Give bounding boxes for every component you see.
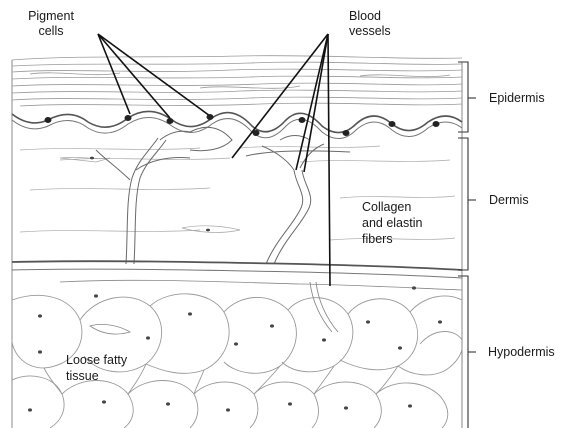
collagen-label-line2: and elastin: [362, 215, 422, 231]
epidermis-bracket: [458, 62, 468, 132]
collagen-label: Collagen and elastin fibers: [362, 199, 422, 247]
collagen-label-line3: fibers: [362, 231, 422, 247]
pigment-cells-label-line1: Pigment: [14, 9, 88, 24]
dermis-hypodermis-boundary: [12, 261, 462, 270]
loose-fatty-tissue-label: Loose fatty tissue: [66, 352, 127, 384]
epidermis-layers: [12, 56, 462, 106]
pigment-cells-label: Pigment cells: [14, 9, 88, 39]
blood-vessels-label-line1: Blood: [349, 9, 391, 24]
hypodermis-label: Hypodermis: [488, 345, 555, 360]
dermal-blood-vessels: [96, 127, 350, 264]
layer-brackets: [458, 62, 476, 428]
pigment-cells-label-line2: cells: [14, 24, 88, 39]
dermis-bracket: [458, 138, 468, 270]
blood-vessels-label-line2: vessels: [349, 24, 391, 39]
collagen-label-line1: Collagen: [362, 199, 422, 215]
loose-fatty-label-line1: Loose fatty: [66, 352, 127, 368]
blood-vessels-label: Blood vessels: [349, 9, 391, 39]
blood-vessels-leader-lines: [232, 34, 330, 286]
epidermis-label: Epidermis: [489, 91, 545, 106]
loose-fatty-label-line2: tissue: [66, 368, 127, 384]
dermis-label: Dermis: [489, 193, 529, 208]
